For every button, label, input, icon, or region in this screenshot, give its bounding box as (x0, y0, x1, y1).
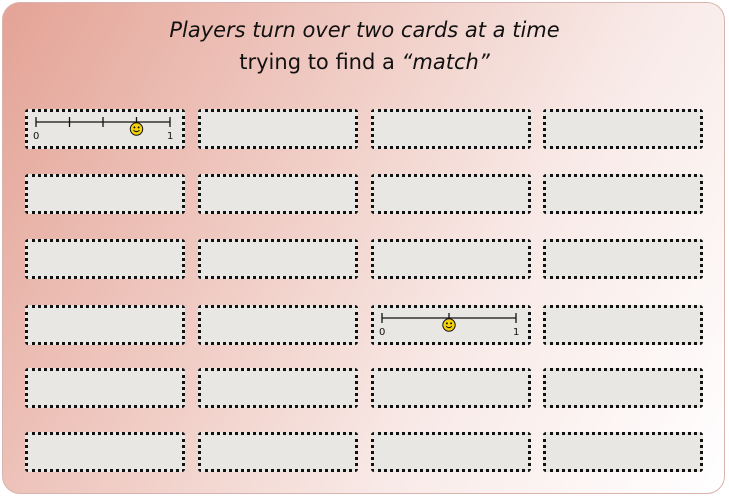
card-face-down[interactable] (198, 239, 358, 279)
smiley-icon (129, 122, 144, 136)
card-face-down[interactable] (543, 432, 703, 472)
number-line-start-label: 0 (379, 327, 385, 338)
card-face-down[interactable] (198, 174, 358, 214)
instruction-line-1: Players turn over two cards at a time (0, 14, 729, 46)
card-face-down[interactable] (198, 432, 358, 472)
card-face-down[interactable] (371, 109, 531, 149)
instruction-text: Players turn over two cards at a time tr… (0, 14, 729, 78)
card-face-down[interactable] (25, 174, 185, 214)
number-line-end-label: 1 (167, 131, 173, 142)
card-face-down[interactable] (198, 109, 358, 149)
card-face-down[interactable] (25, 432, 185, 472)
card-face-down[interactable] (25, 305, 185, 345)
card-face-down[interactable] (543, 368, 703, 408)
card-face-down[interactable] (371, 239, 531, 279)
card-face-down[interactable] (371, 174, 531, 214)
instruction-line-2: trying to find a “match” (0, 46, 729, 78)
smiley-right-eye (450, 322, 453, 325)
smiley-right-eye (137, 126, 140, 129)
card-face-down[interactable] (371, 432, 531, 472)
number-line-start-label: 0 (33, 131, 39, 142)
smiley-left-eye (445, 322, 448, 325)
smiley-face (442, 318, 456, 332)
card-face-down[interactable] (543, 109, 703, 149)
card-face-down[interactable] (543, 174, 703, 214)
card-face-down[interactable] (198, 368, 358, 408)
card-face-down[interactable] (198, 305, 358, 345)
card-face-down[interactable] (543, 239, 703, 279)
card-face-down[interactable] (371, 368, 531, 408)
instruction-line-2-text: trying to find a (239, 50, 402, 74)
smiley-mouth (133, 129, 140, 133)
smiley-face (129, 122, 144, 136)
smiley-icon (442, 318, 456, 332)
card-face-down[interactable] (543, 305, 703, 345)
number-line-end-label: 1 (513, 327, 519, 338)
instruction-line-1-text: Players turn over two cards at a time (169, 18, 560, 42)
smiley-mouth (445, 325, 453, 329)
instruction-match-word: “match” (401, 50, 490, 74)
card-face-down[interactable] (25, 368, 185, 408)
card-face-down[interactable] (25, 239, 185, 279)
smiley-left-eye (133, 126, 136, 129)
